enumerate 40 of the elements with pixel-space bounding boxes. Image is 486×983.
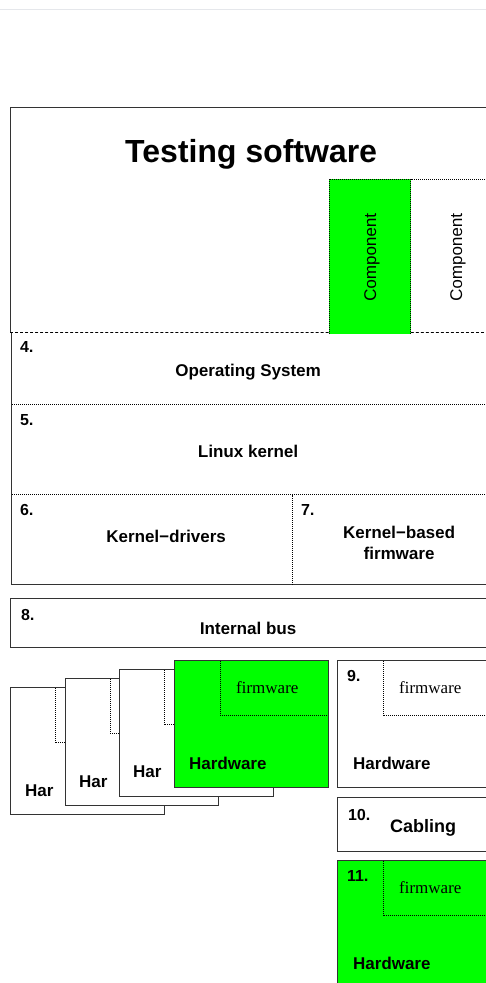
layer-number: 5. xyxy=(20,413,34,429)
layer-box xyxy=(10,598,486,648)
card-label: Har xyxy=(133,761,162,782)
hardware-card xyxy=(65,678,119,806)
layer-number: 4. xyxy=(20,340,34,356)
hardware-card xyxy=(10,687,65,815)
hardware-card xyxy=(337,860,486,983)
layer-number: 9. xyxy=(347,669,360,685)
firmware-label: firmware xyxy=(236,679,298,696)
hardware-card xyxy=(337,660,486,788)
hardware-card xyxy=(119,669,174,797)
component-label: Component xyxy=(362,213,378,301)
card-label: Hardware xyxy=(189,753,266,774)
firmware-label: firmware xyxy=(399,679,462,696)
card-label: Har xyxy=(79,771,108,792)
layer-number: 8. xyxy=(21,608,34,624)
firmware-box xyxy=(220,661,327,716)
layer-label: Linux kernel xyxy=(198,441,298,462)
layer-group-box xyxy=(11,333,486,585)
component-box xyxy=(329,179,411,334)
layer-label: Kernel−based firmware xyxy=(342,522,456,564)
layer-label: Cabling xyxy=(390,815,456,838)
firmware-label: firmware xyxy=(399,879,462,896)
card-label: Har xyxy=(25,780,54,802)
layer-number: 7. xyxy=(301,503,314,519)
layer-title: Testing software xyxy=(125,135,377,167)
card-label: Hardware xyxy=(353,753,430,774)
component-label: Component xyxy=(448,213,464,301)
layer-box xyxy=(10,107,486,333)
layer-label: Internal bus xyxy=(200,618,296,640)
card-label: Hardware xyxy=(353,953,430,974)
layer-label: Kernel−drivers xyxy=(106,526,226,548)
firmware-box xyxy=(383,861,486,916)
layer-number: 6. xyxy=(20,503,34,519)
layer-number: 11. xyxy=(347,869,368,885)
firmware-box xyxy=(383,661,486,716)
layer-number: 10. xyxy=(348,808,370,824)
layer-box xyxy=(337,797,486,852)
layer-label: Operating System xyxy=(175,360,321,382)
hardware-card xyxy=(174,660,329,788)
